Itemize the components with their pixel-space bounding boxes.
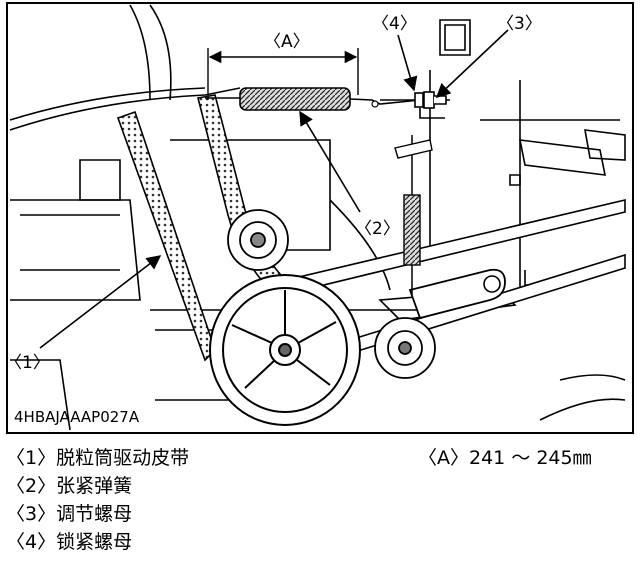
- figure-code: 4HBAJAAAP027A: [14, 408, 140, 426]
- adjusting-bolt: [380, 91, 450, 119]
- measurement-a: 〈A〉241 ～ 245㎜: [418, 447, 592, 469]
- lock-nut: [414, 92, 424, 108]
- tension-spring: [205, 87, 421, 111]
- callout-1: 〈1〉: [5, 353, 50, 373]
- dimension-a: [207, 48, 359, 100]
- tension-arm: [408, 268, 506, 320]
- callout-3: 〈3〉: [497, 14, 542, 34]
- legend-item: 〈3〉调节螺母: [6, 503, 133, 525]
- callout-4: 〈4〉: [372, 14, 417, 34]
- figure-frame: [6, 2, 634, 434]
- legend: 〈1〉脱粒筒驱动皮带 〈2〉张紧弹簧 〈3〉调节螺母 〈4〉锁紧螺母 〈A〉24…: [0, 446, 640, 565]
- callout-2: 〈2〉: [355, 219, 400, 239]
- main-drive-pulley: [209, 274, 361, 426]
- idler-pulley: [374, 317, 436, 379]
- adjusting-nut: [423, 91, 435, 109]
- tension-pulley: [227, 209, 289, 271]
- vertical-spring: [394, 135, 433, 295]
- legend-item: 〈1〉脱粒筒驱动皮带: [6, 447, 190, 469]
- callout-a: 〈A〉: [264, 32, 310, 52]
- belt-tension-diagram: 〈A〉 〈4〉 〈3〉 〈2〉 〈1〉 4HBAJAAAP027A: [5, 2, 634, 434]
- callout-leaders: [39, 29, 509, 349]
- legend-item: 〈2〉张紧弹簧: [6, 475, 133, 497]
- threshing-drum-drive-belt: [116, 110, 216, 362]
- legend-item: 〈4〉锁紧螺母: [6, 531, 133, 553]
- arm-pivot: [483, 275, 501, 293]
